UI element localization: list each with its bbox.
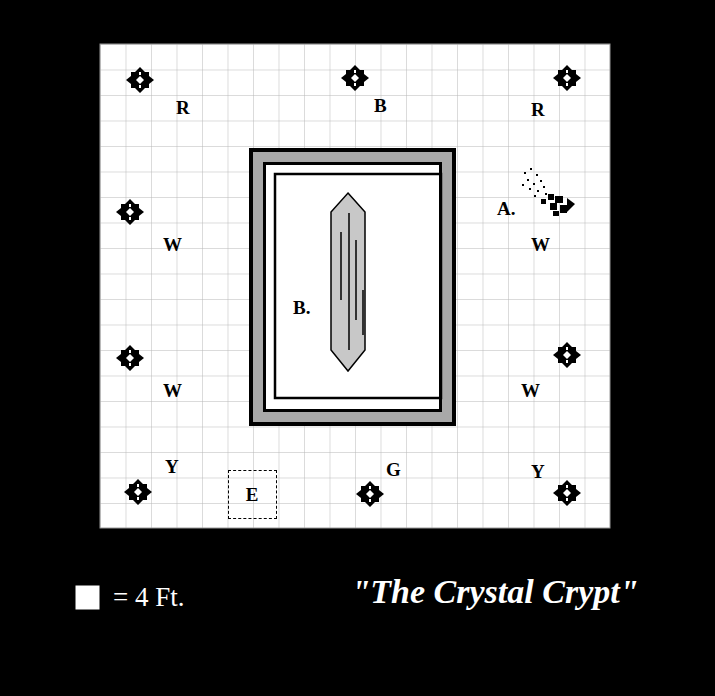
crypt-frame: B. bbox=[249, 148, 456, 426]
room-label: A. bbox=[497, 199, 515, 218]
room-label: W bbox=[521, 381, 540, 400]
legend-swatch bbox=[75, 585, 100, 610]
room-label: W bbox=[163, 381, 182, 400]
scale-legend: = 4 Ft. bbox=[113, 584, 185, 611]
room-label: W bbox=[531, 235, 550, 254]
area-label: E bbox=[246, 485, 259, 504]
dashed-area: E bbox=[228, 470, 277, 519]
room-label: G bbox=[386, 460, 401, 479]
crystal bbox=[331, 193, 365, 371]
floor bbox=[100, 44, 610, 528]
room-label: B bbox=[374, 96, 387, 115]
grid bbox=[100, 44, 610, 528]
room-label: Y bbox=[531, 462, 545, 481]
room-label: Y bbox=[165, 457, 179, 476]
area-label: B. bbox=[293, 298, 310, 317]
room-label: W bbox=[163, 235, 182, 254]
room-label: R bbox=[531, 100, 545, 119]
map-title: "The Crystal Crypt" bbox=[340, 572, 650, 611]
crypt-frame bbox=[249, 148, 456, 426]
room-label: R bbox=[176, 98, 190, 117]
broken-statue bbox=[522, 168, 575, 216]
